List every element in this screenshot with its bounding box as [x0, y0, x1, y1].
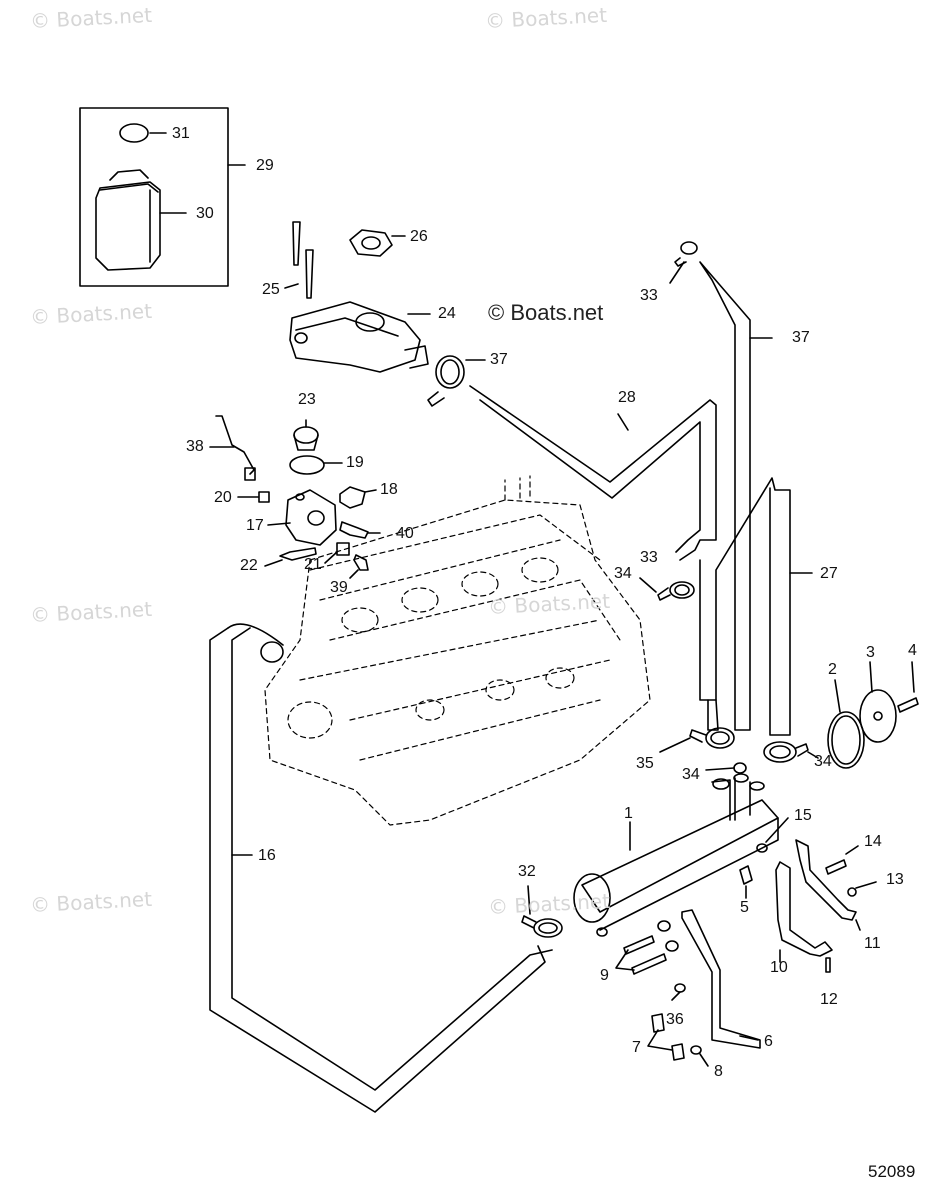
clamp-37-upper: [427, 355, 486, 407]
part-label-27: 27: [820, 565, 838, 582]
part-label-17: 17: [246, 517, 264, 534]
strap-10: [775, 861, 833, 957]
part-label-9: 9: [600, 967, 609, 984]
part-label-2: 2: [828, 661, 837, 678]
part-label-33: 33: [640, 287, 658, 304]
stud-12: [825, 957, 831, 973]
part-label-10: 10: [770, 959, 788, 976]
gasket-18: [339, 486, 366, 509]
clamp-35-lower: [659, 727, 735, 753]
part-label-22: 22: [240, 557, 258, 574]
washer-8: [690, 1045, 702, 1055]
part-label-37: 37: [490, 351, 508, 368]
part-label-12: 12: [820, 991, 838, 1008]
screw-14: [825, 859, 847, 875]
part-label-40: 40: [396, 525, 414, 542]
part-label-26: 26: [410, 228, 428, 245]
part-label-34: 34: [814, 753, 832, 770]
bolts-25: [284, 221, 314, 299]
part-label-31: 31: [172, 125, 190, 142]
clamp-33-34-middle: [639, 577, 695, 601]
part-label-6: 6: [764, 1033, 773, 1050]
bolts-9: [623, 935, 667, 975]
part-label-15: 15: [794, 807, 812, 824]
hose-27: [699, 477, 791, 736]
part-label-20: 20: [214, 489, 232, 506]
part-label-24: 24: [438, 305, 456, 322]
part-label-38: 38: [186, 438, 204, 455]
part-label-30: 30: [196, 205, 214, 222]
fitting-21: [336, 542, 350, 556]
part-label-36: 36: [666, 1011, 684, 1028]
gasket-2: [827, 711, 865, 769]
part-label-29: 29: [256, 157, 274, 174]
bolts-7: [651, 1013, 685, 1061]
part-label-25: 25: [262, 281, 280, 298]
bracket-6: [681, 909, 761, 1049]
coolant-reservoir: [95, 169, 187, 271]
sensor-40: [339, 521, 369, 539]
part-label-16: 16: [258, 847, 276, 864]
part-label-39: 39: [330, 579, 348, 596]
hose-28: [469, 385, 717, 561]
part-label-37: 37: [792, 329, 810, 346]
clamp-33-upper: [669, 241, 698, 284]
clamp-34-lower-left: [705, 762, 747, 774]
plug-20: [258, 491, 270, 503]
part-label-1: 1: [624, 805, 633, 822]
part-label-18: 18: [380, 481, 398, 498]
washers-36: [657, 920, 671, 932]
screw-4: [897, 697, 919, 713]
engine-block: [264, 475, 651, 826]
watermark-main: © Boats.net: [488, 300, 604, 325]
hose-16-outer: [209, 627, 546, 1113]
part-label-19: 19: [346, 454, 364, 471]
part-label-21: 21: [304, 556, 322, 573]
part-label-23: 23: [298, 391, 316, 408]
hose-37: [699, 261, 751, 731]
part-label-14: 14: [864, 833, 882, 850]
clamp-32: [521, 885, 563, 938]
gasket-26: [349, 229, 406, 257]
part-label-3: 3: [866, 644, 875, 661]
nut-13: [847, 887, 857, 897]
part-label-35: 35: [636, 755, 654, 772]
part-label-32: 32: [518, 863, 536, 880]
part-label-13: 13: [886, 871, 904, 888]
part-label-34: 34: [682, 766, 700, 783]
sensor-38: [209, 415, 256, 481]
washer-15: [756, 843, 768, 853]
bolt-22: [279, 547, 317, 561]
sensor-39: [353, 554, 369, 571]
part-label-4: 4: [908, 642, 917, 659]
part-label-11: 11: [864, 935, 881, 952]
thermostat-housing-17: [267, 489, 337, 546]
drain-plug-5: [739, 865, 753, 885]
part-label-8: 8: [714, 1063, 723, 1080]
o-ring-19: [289, 455, 325, 475]
heat-exchanger-1: [573, 773, 779, 937]
end-cover-3: [859, 689, 897, 743]
thermostat-housing-cover: [289, 301, 431, 373]
part-label-28: 28: [618, 389, 636, 406]
thermostat-23: [293, 419, 319, 451]
part-label-34: 34: [614, 565, 632, 582]
hose-16-inner: [231, 627, 553, 1091]
reservoir-kit-box: [79, 107, 229, 287]
strap-11: [795, 839, 857, 921]
part-label-33: 33: [640, 549, 658, 566]
clamp-34-lower-right: [763, 741, 819, 763]
reservoir-cap: [119, 123, 149, 143]
part-label-7: 7: [632, 1039, 641, 1056]
part-label-5: 5: [740, 899, 749, 916]
figure-number: 52089: [868, 1162, 916, 1181]
